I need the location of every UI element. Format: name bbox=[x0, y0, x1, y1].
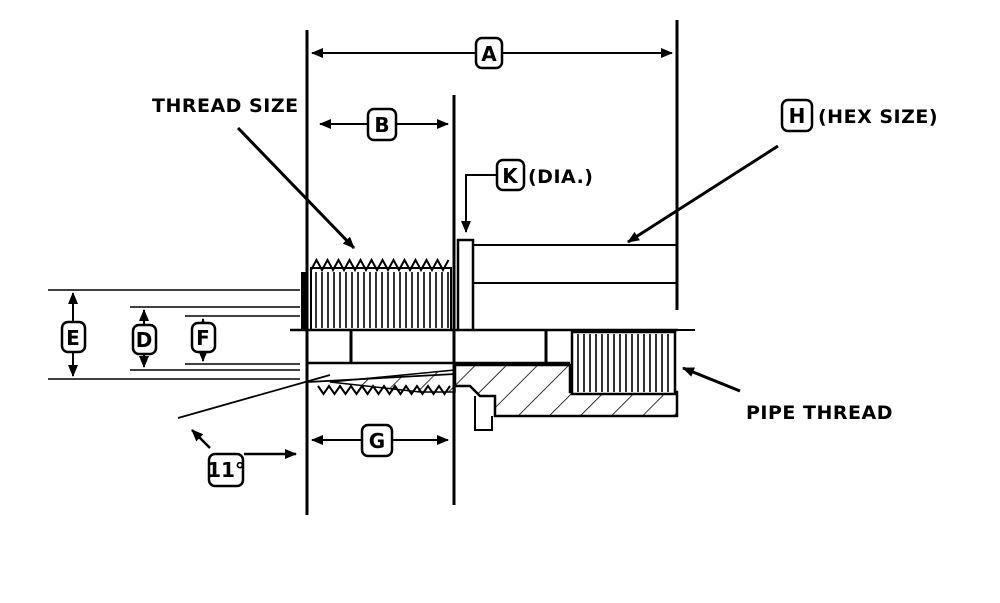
pipe-thread-body bbox=[570, 330, 677, 396]
upper-thread-crest bbox=[310, 257, 450, 273]
section-hatch bbox=[453, 363, 679, 418]
thread-size-label: THREAD SIZE bbox=[152, 95, 299, 117]
thread-start-chamfer bbox=[301, 272, 308, 329]
angle-dimension: 11° bbox=[177, 374, 331, 488]
collar bbox=[456, 238, 475, 332]
dimension-e: E bbox=[60, 292, 87, 377]
dimension-g-label: G bbox=[369, 429, 385, 453]
dimension-a-label: A bbox=[481, 42, 497, 66]
dimension-h-label: H bbox=[789, 104, 806, 128]
dimension-d-label: D bbox=[136, 328, 153, 352]
fitting-body bbox=[290, 238, 695, 431]
dimension-a: A bbox=[311, 36, 673, 70]
k-dia-callout: K (DIA.) bbox=[461, 158, 593, 233]
lower-thread-crest bbox=[317, 384, 451, 396]
hex-size-callout: H (HEX SIZE) bbox=[627, 98, 938, 244]
dia-label: (DIA.) bbox=[528, 166, 593, 188]
pipe-thread-callout: PIPE THREAD bbox=[682, 366, 893, 424]
dimension-e-label: E bbox=[66, 326, 80, 350]
dimension-g: G bbox=[311, 423, 449, 458]
thread-size-callout: THREAD SIZE bbox=[152, 95, 356, 250]
dimension-k-label: K bbox=[502, 164, 519, 188]
dimension-b-label: B bbox=[374, 113, 389, 137]
dimension-d: D bbox=[131, 309, 158, 368]
dimension-f: F bbox=[190, 318, 217, 362]
pipe-thread-label: PIPE THREAD bbox=[746, 402, 893, 424]
upper-thread-lines bbox=[315, 272, 449, 328]
pipe-thread-lines bbox=[577, 334, 669, 392]
dimension-f-label: F bbox=[196, 326, 210, 350]
dimension-b: B bbox=[319, 107, 449, 142]
angle-label: 11° bbox=[207, 458, 245, 482]
hex-size-label: (HEX SIZE) bbox=[818, 106, 938, 128]
